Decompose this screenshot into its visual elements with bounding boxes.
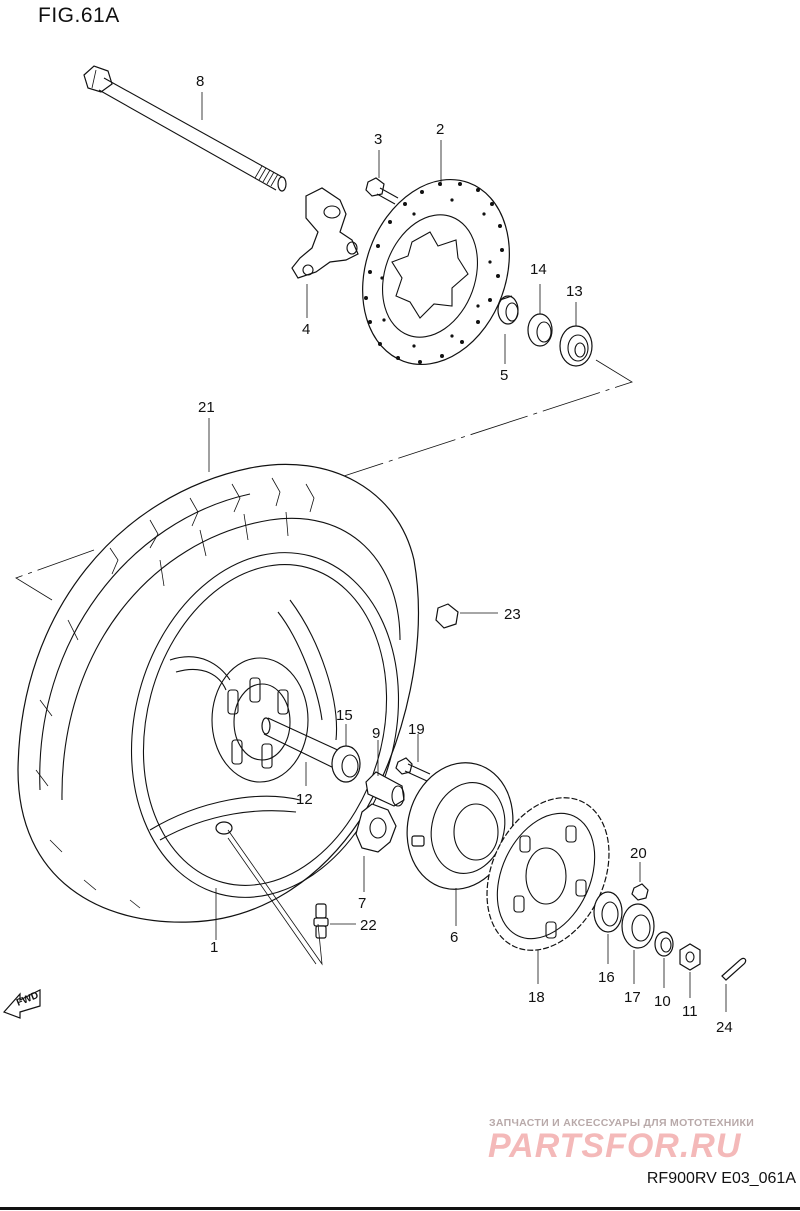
- callout-5: 5: [500, 367, 508, 384]
- callout-3: 3: [374, 131, 382, 148]
- caliper-bracket-part: [291, 187, 359, 279]
- sprocket-bearing-part: [593, 891, 623, 933]
- leader-lines: [201, 92, 727, 1012]
- valve-part: [313, 903, 329, 939]
- callout-10: 10: [654, 993, 671, 1010]
- wheel-rim-part: [130, 552, 400, 898]
- callout-14: 14: [530, 261, 547, 278]
- sprocket-drum-part: [406, 762, 514, 890]
- hub-bearing-part: [331, 745, 361, 783]
- outer-spacer-part: [654, 931, 674, 957]
- axle-nut-part: [679, 943, 701, 971]
- sprocket-nut-part: [631, 883, 649, 901]
- axle-part: [83, 65, 287, 192]
- figure-code: RF900RV E03_061A: [646, 1170, 796, 1187]
- callout-22: 22: [360, 917, 377, 934]
- disc-bolt-part: [365, 177, 399, 205]
- callout-7: 7: [358, 895, 366, 912]
- watermark-tagline: ЗАПЧАСТИ И АКСЕССУАРЫ ДЛЯ МОТОТЕХНИКИ: [489, 1117, 755, 1129]
- callout-12: 12: [296, 791, 313, 808]
- callout-4: 4: [302, 321, 310, 338]
- cotter-pin-part: [721, 957, 747, 981]
- tire-part: [17, 463, 419, 923]
- callout-labels: 1 2 3 4 5 6 7 8 9 10 11 12 13 14 15 16 1…: [196, 73, 733, 1036]
- callout-18: 18: [528, 989, 545, 1006]
- callout-1: 1: [210, 939, 218, 956]
- oil-seal-part: [527, 313, 553, 347]
- callout-9: 9: [372, 725, 380, 742]
- callout-20: 20: [630, 845, 647, 862]
- rear-sprocket-part: [486, 797, 610, 951]
- bearing-part: [559, 325, 593, 367]
- watermark-logo: PARTSFOR.RU: [488, 1127, 742, 1165]
- balance-weight-part: [435, 603, 459, 629]
- callout-8: 8: [196, 73, 204, 90]
- callout-6: 6: [450, 929, 458, 946]
- drum-bolt-part: [395, 757, 431, 782]
- callout-2: 2: [436, 121, 444, 138]
- forward-arrow-icon: FWD: [2, 989, 41, 1019]
- callout-11: 11: [682, 1003, 698, 1020]
- callout-13: 13: [566, 283, 583, 300]
- callout-17: 17: [624, 989, 641, 1006]
- figure-title: FIG.61A: [38, 4, 120, 27]
- callout-21: 21: [198, 399, 215, 416]
- callout-19: 19: [408, 721, 425, 738]
- sprocket-spacer-part: [365, 771, 405, 807]
- callout-24: 24: [716, 1019, 733, 1036]
- sprocket-oil-seal-part: [621, 903, 655, 949]
- callout-23: 23: [504, 606, 521, 623]
- callout-15: 15: [336, 707, 353, 724]
- cushion-part: [355, 803, 397, 853]
- bottom-rule: [0, 1207, 800, 1210]
- hub-spacer-part: [261, 717, 343, 771]
- spacer-part: [497, 295, 519, 325]
- callout-16: 16: [598, 969, 615, 986]
